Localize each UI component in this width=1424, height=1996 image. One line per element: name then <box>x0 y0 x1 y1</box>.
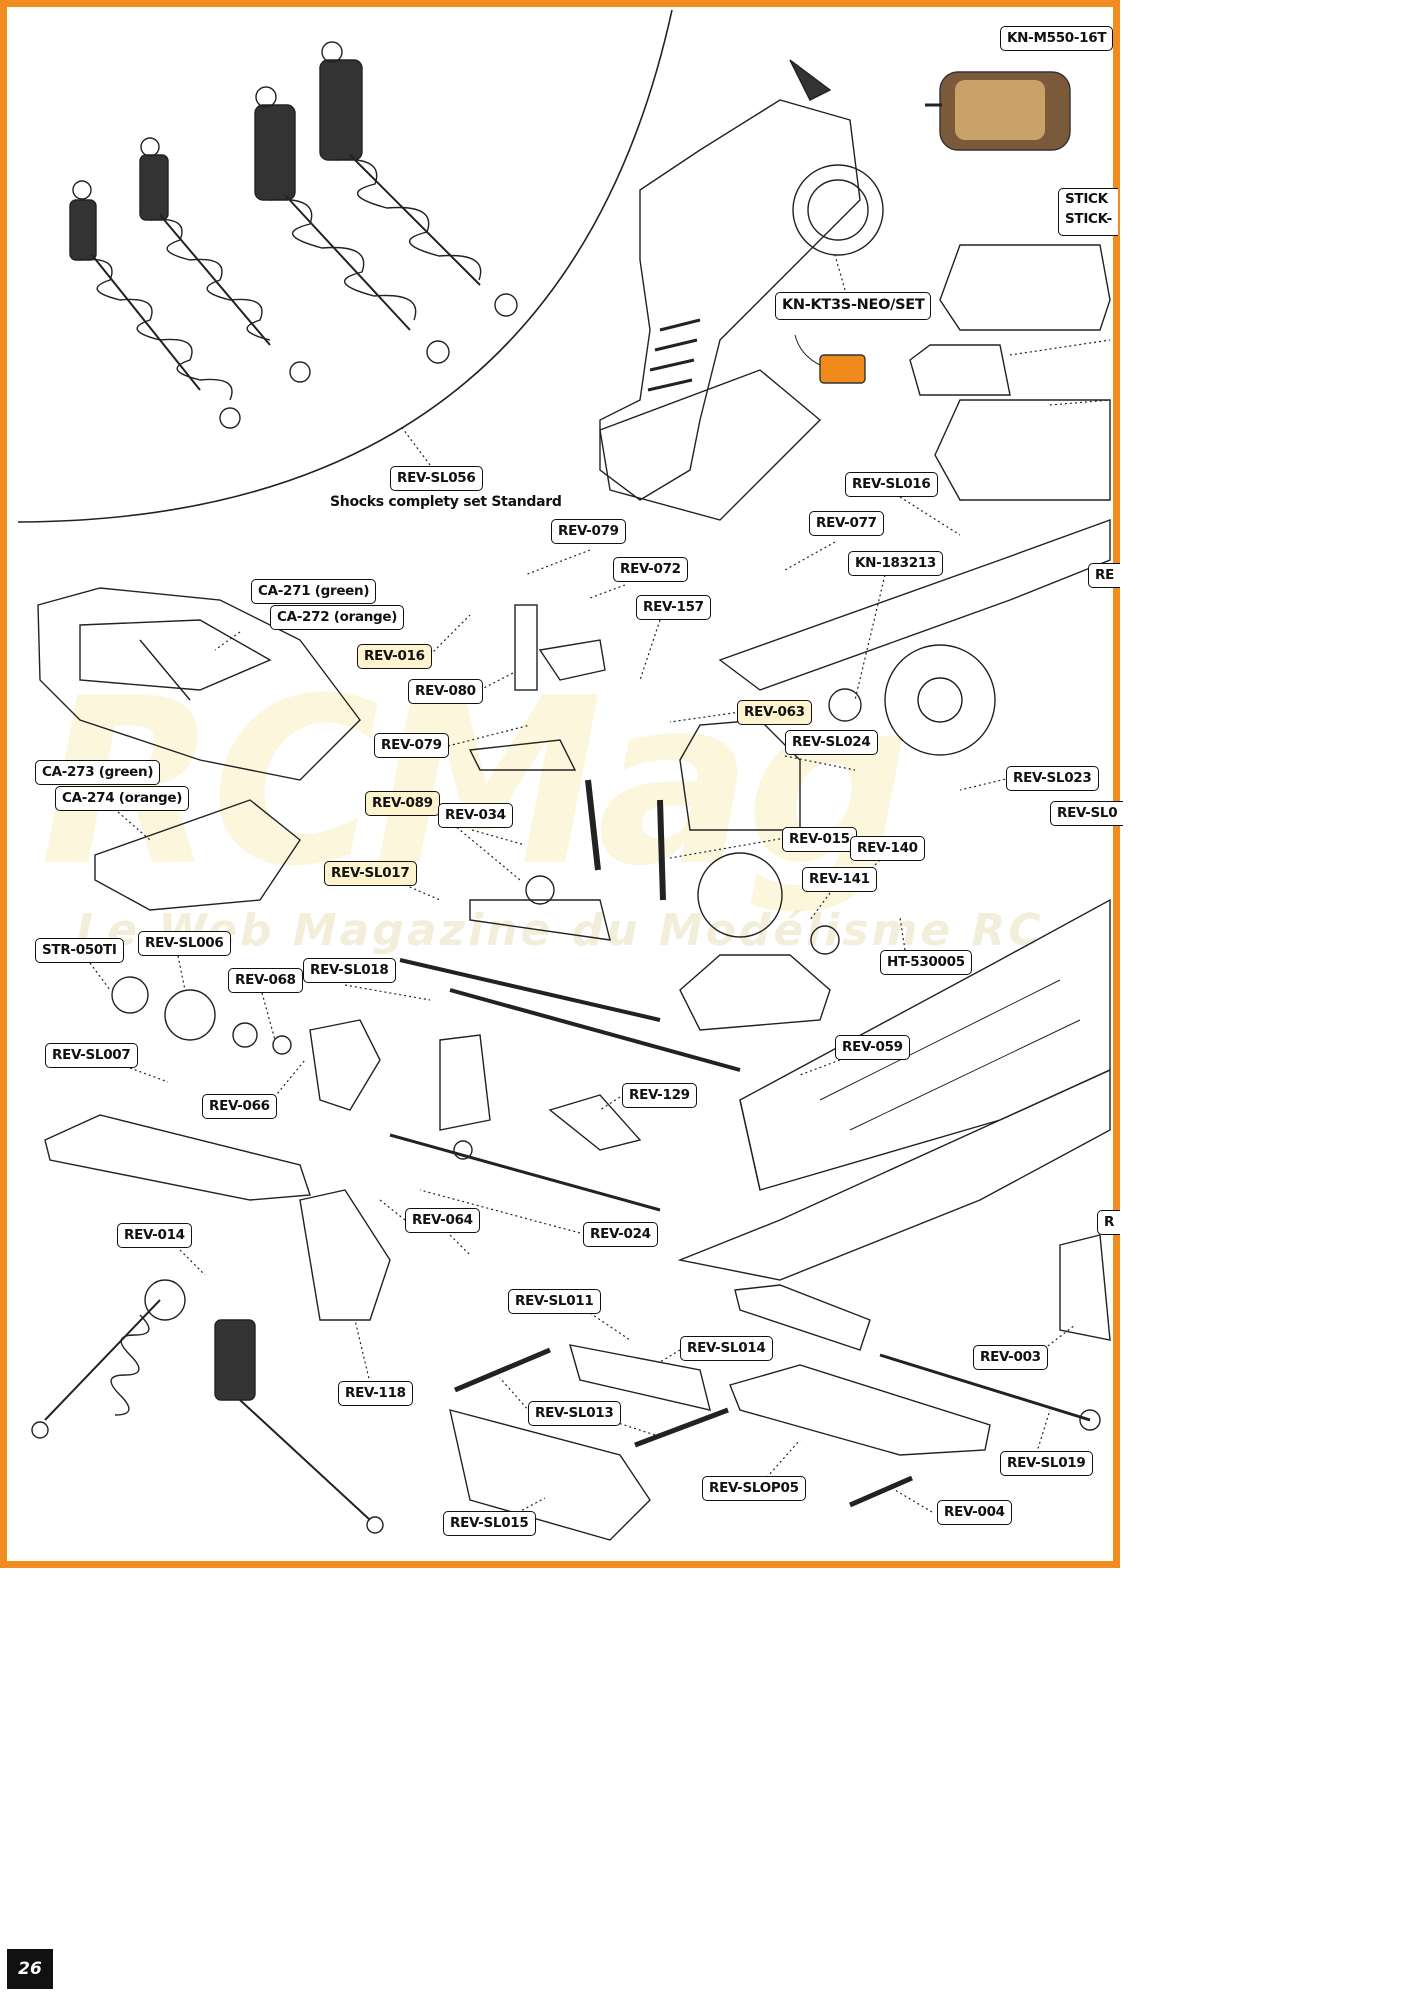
bumper-mount-drawing <box>548 1094 642 1151</box>
shock-drawing-2 <box>139 137 311 383</box>
label-ca-273: CA-273 (green) <box>35 760 161 785</box>
label-ht-530005: HT-530005 <box>880 950 972 975</box>
driveshaft-drawing <box>389 1133 661 1212</box>
servo-saver-drawing <box>468 739 577 771</box>
label-rev-004: REV-004 <box>937 1500 1012 1525</box>
label-rev-118: REV-118 <box>338 1381 413 1406</box>
label-rev-079-mid: REV-079 <box>374 733 449 758</box>
label-stick-line2: STICK- <box>1065 211 1112 227</box>
rear-shock-drawing-2 <box>214 1319 384 1534</box>
label-stick-line1: STICK <box>1065 191 1108 207</box>
label-re-cut: RE <box>1088 563 1121 588</box>
label-rev-sl016: REV-SL016 <box>845 472 938 497</box>
rear-wing-drawing <box>94 799 301 911</box>
label-ca-271: CA-271 (green) <box>251 579 377 604</box>
label-rev-080: REV-080 <box>408 679 483 704</box>
shock-set-caption: Shocks complety set Standard <box>330 494 562 510</box>
label-rev-140: REV-140 <box>850 836 925 861</box>
watermark-text: Le Web Magazine du Modélisme RC <box>76 905 1044 956</box>
page-number: 26 <box>7 1949 53 1989</box>
shock-tower-drawing <box>299 1189 391 1321</box>
transmitter-drawing <box>599 59 884 521</box>
differential-drawing <box>697 852 783 938</box>
esc-box-drawing <box>909 344 1011 396</box>
shock-drawing-1 <box>69 180 241 429</box>
label-rev-slop05: REV-SLOP05 <box>702 1476 806 1501</box>
rear-bumper-drawing <box>449 1409 651 1541</box>
hex-hub-drawing <box>164 989 216 1041</box>
label-rev-024: REV-024 <box>583 1222 658 1247</box>
front-arm-drawing <box>44 1114 311 1201</box>
label-rev-068: REV-068 <box>228 968 303 993</box>
label-rev-sl011: REV-SL011 <box>508 1289 601 1314</box>
rear-hinge-drawing <box>569 1344 711 1411</box>
c-hub-drawing <box>439 1034 491 1131</box>
steering-post-drawing <box>514 604 538 691</box>
label-rev-064: REV-064 <box>405 1208 480 1233</box>
label-ca-272: CA-272 (orange) <box>270 605 405 630</box>
label-ca-274: CA-274 (orange) <box>55 786 190 811</box>
label-rev-sl013: REV-SL013 <box>528 1401 621 1426</box>
servo-cover-drawing <box>939 244 1111 331</box>
label-rev-141: REV-141 <box>802 867 877 892</box>
rear-arm-drawing <box>729 1364 991 1456</box>
label-kn-m550-16t: KN-M550-16T <box>1000 26 1114 51</box>
radio-tray-drawing <box>934 399 1111 501</box>
top-brace-drawing <box>718 519 1111 691</box>
label-rev-059: REV-059 <box>835 1035 910 1060</box>
label-rev-157: REV-157 <box>636 595 711 620</box>
gearbox-lower-drawing <box>679 954 831 1031</box>
label-kn-kt3s-neo-set: KN-KT3S-NEO/SET <box>775 292 932 320</box>
label-stick: STICK STICK- <box>1058 188 1118 236</box>
label-rev-016: REV-016 <box>357 644 432 669</box>
label-rev-066: REV-066 <box>202 1094 277 1119</box>
shock-drawing-3 <box>254 86 450 364</box>
label-r-cut: R <box>1097 1210 1121 1235</box>
label-rev-077: REV-077 <box>809 511 884 536</box>
label-rev-sl024: REV-SL024 <box>785 730 878 755</box>
bearing-drawing <box>525 875 555 905</box>
gearbox-front-drawing <box>679 719 801 831</box>
label-kn-183213: KN-183213 <box>848 551 944 576</box>
label-rev-089: REV-089 <box>365 791 440 816</box>
rear-shock-drawing-1 <box>31 1279 186 1439</box>
motor-drawing <box>925 71 1071 151</box>
spur-gear-drawing <box>884 644 996 756</box>
receiver-drawing <box>819 354 866 384</box>
label-rev-sl018: REV-SL018 <box>303 958 396 983</box>
label-rev-003: REV-003 <box>973 1345 1048 1370</box>
shock-drawing-4 <box>319 41 518 317</box>
label-rev-sl014: REV-SL014 <box>680 1336 773 1361</box>
label-rev-015: REV-015 <box>782 827 857 852</box>
label-rev-sl006: REV-SL006 <box>138 931 231 956</box>
label-str-050ti: STR-050TI <box>35 938 124 963</box>
label-rev-sl007: REV-SL007 <box>45 1043 138 1068</box>
rear-hub-drawing <box>1059 1234 1111 1341</box>
label-rev-sl015: REV-SL015 <box>443 1511 536 1536</box>
steering-plate-drawing <box>469 899 611 941</box>
turnbuckle-drawing <box>399 958 661 1022</box>
label-rev-sl0-cut: REV-SL0 <box>1050 801 1124 826</box>
body-shell-drawing <box>37 587 361 781</box>
main-chassis-drawing <box>677 898 1111 1281</box>
label-rev-129: REV-129 <box>622 1083 697 1108</box>
label-rev-sl023: REV-SL023 <box>1006 766 1099 791</box>
label-rev-sl017: REV-SL017 <box>324 861 417 886</box>
pinion-drawing <box>828 688 862 722</box>
leader-lines <box>89 254 1111 1523</box>
exploded-view-drawing <box>17 9 1111 1541</box>
label-rev-014: REV-014 <box>117 1223 192 1248</box>
shock-set-inset-border <box>17 9 673 523</box>
steering-knuckle-drawing <box>309 1019 381 1111</box>
label-rev-079-top: REV-079 <box>551 519 626 544</box>
label-rev-034: REV-034 <box>438 803 513 828</box>
label-rev-063: REV-063 <box>737 700 812 725</box>
label-rev-sl056: REV-SL056 <box>390 466 483 491</box>
label-rev-sl019: REV-SL019 <box>1000 1451 1093 1476</box>
label-rev-072: REV-072 <box>613 557 688 582</box>
